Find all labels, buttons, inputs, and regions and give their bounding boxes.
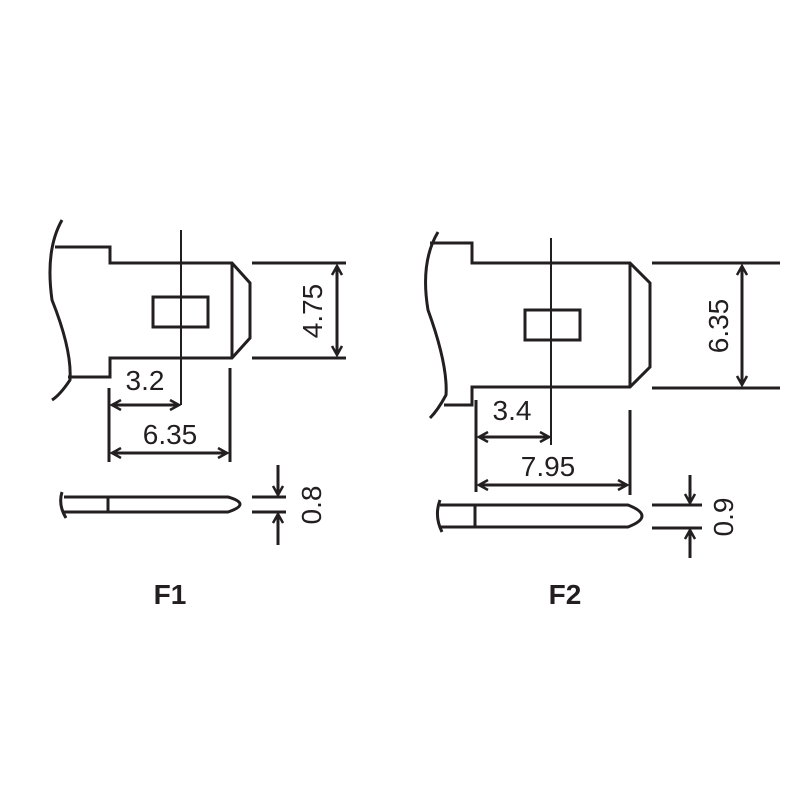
f2-height-dimension: 6.35 [703, 299, 734, 354]
f2-slot [523, 308, 582, 342]
f2-side-view [435, 499, 644, 533]
f1-offset-dimension: 3.2 [126, 365, 165, 396]
f1-tab-outline [55, 245, 252, 379]
terminal-f2: 6.35 3.4 7.95 0.9 F2 [424, 231, 780, 610]
f2-label: F2 [549, 579, 582, 610]
f1-thickness-dimension: 0.8 [296, 486, 327, 525]
f1-label: F1 [154, 579, 187, 610]
f1-width-dimension: 6.35 [143, 419, 198, 450]
f2-width-dimension: 7.95 [521, 451, 576, 482]
f2-tab-outline [430, 241, 652, 407]
terminal-f1: 4.75 3.2 6.35 0.8 F1 [48, 219, 346, 610]
f2-thickness-dimension: 0.9 [708, 498, 739, 537]
f1-height-dimension: 4.75 [297, 284, 328, 339]
f1-side-view [59, 491, 242, 519]
f2-offset-dimension: 3.4 [493, 395, 532, 426]
f2-body-edge [424, 231, 448, 420]
f1-body-edge [48, 219, 72, 402]
